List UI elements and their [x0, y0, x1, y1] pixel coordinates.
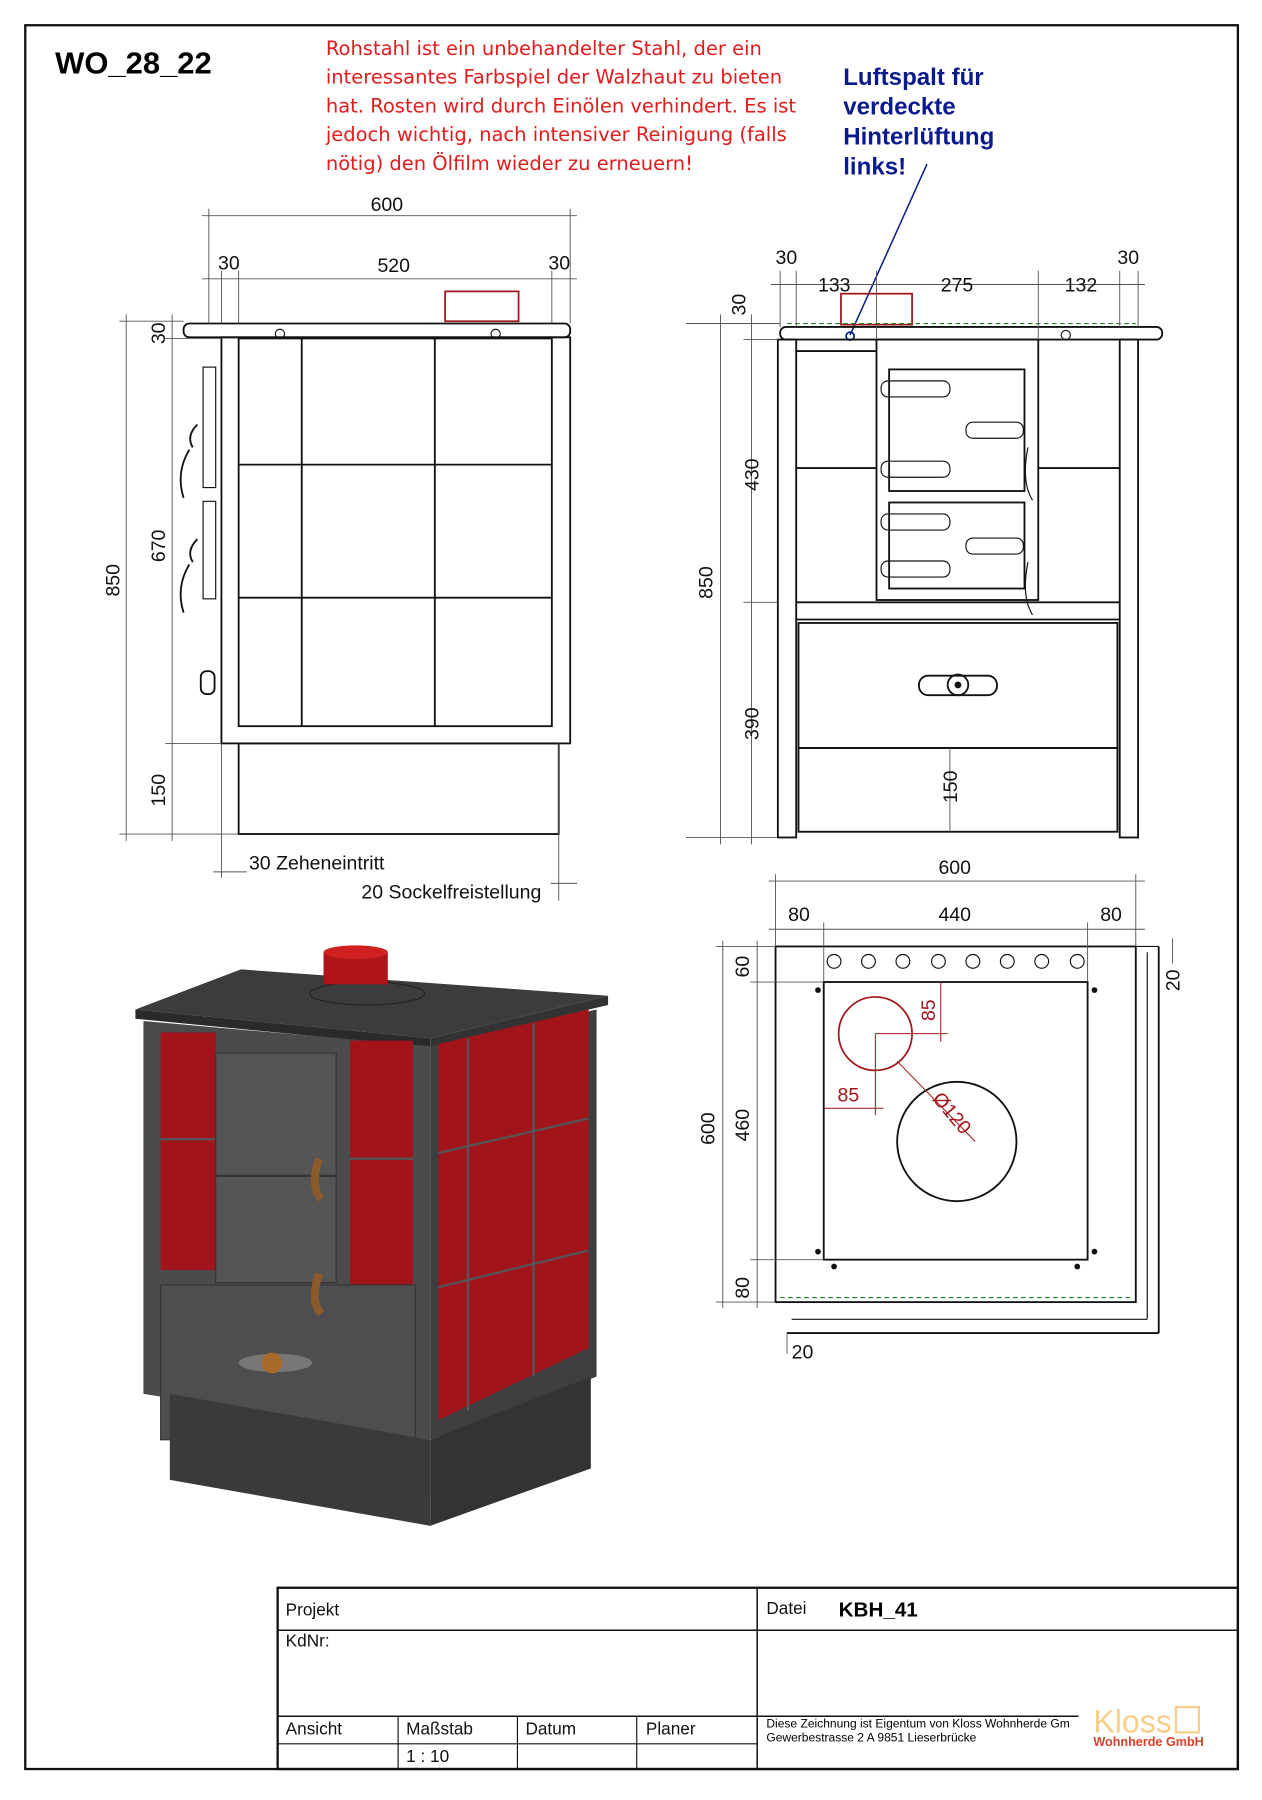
air-gap-note: Luftspalt für verdeckte Hinterlüftung li…	[843, 64, 994, 342]
dim-base-gap: 20 Sockelfreistellung	[361, 881, 541, 903]
view-label: Ansicht	[286, 1719, 343, 1739]
dim-plinth: 150	[940, 770, 962, 803]
dim-depth: 600	[698, 1112, 720, 1145]
dim-width: 600	[938, 857, 971, 879]
plinth	[237, 742, 560, 835]
dim-left-section: 133	[818, 274, 851, 296]
dim-middle-section: 275	[941, 274, 974, 296]
dim-left: 30	[218, 253, 240, 275]
dim-flue-offset-x: 85	[838, 1084, 860, 1106]
logo-wordmark: Kloss	[1093, 1703, 1172, 1739]
dim-bottom: 80	[732, 1277, 754, 1299]
hotplate	[822, 981, 1089, 1261]
sheet-border	[24, 24, 1240, 1771]
dim-flue-offset-y: 85	[918, 999, 940, 1021]
dim-inner: 520	[377, 255, 410, 277]
dim-top: 30	[729, 294, 751, 316]
cooktop-outline	[774, 945, 1137, 1304]
drawing-id: WO_28_22	[55, 45, 212, 80]
top-plate	[779, 326, 1164, 341]
dim-plinth: 150	[148, 774, 170, 807]
company-name: Wohnherde GmbH	[1093, 1735, 1203, 1749]
customer-number-label: KdNr:	[286, 1630, 330, 1650]
ownership-notice: Diese Zeichnung ist Eigentum von Kloss W…	[766, 1717, 1069, 1731]
front-view: 30 30 133 275 132 850 30 430 390 150	[686, 247, 1164, 845]
dim-flue-diameter: Ø120	[928, 1088, 976, 1139]
dim-lower: 390	[741, 707, 763, 740]
stove-3d-render	[135, 945, 609, 1526]
note-line: Hinterlüftung	[843, 124, 994, 151]
dim-side-gap: 20	[1162, 969, 1184, 991]
note-line: verdeckte	[843, 94, 955, 121]
file-value: KBH_41	[839, 1598, 918, 1621]
dim-right: 80	[1100, 904, 1122, 926]
dim-rear-gap: 20	[792, 1341, 814, 1363]
scale-label: Maßstab	[406, 1719, 473, 1739]
dim-toe-recess: 30 Zeheneintritt	[249, 853, 385, 875]
note-line: nötig) den Ölfilm wieder zu erneuern!	[326, 152, 693, 175]
cooking-ring	[896, 1080, 1018, 1203]
dim-top: 60	[732, 956, 754, 978]
leader-line	[849, 163, 928, 336]
body	[220, 336, 572, 745]
flue-pipe	[444, 290, 520, 323]
side-view: 600 520 30 30 850 670 30 150 30 Zehenein…	[102, 194, 578, 903]
note-line: Rohstahl ist ein unbehandelter Stahl, de…	[326, 37, 762, 60]
plan-view: 85 85 Ø120 600 80 440 80 600 60 460 80 2…	[698, 857, 1185, 1363]
note-line: jedoch wichtig, nach intensiver Reinigun…	[325, 123, 787, 146]
dim-right-section: 132	[1065, 274, 1098, 296]
dim-upper: 430	[741, 458, 763, 491]
dim-body: 670	[148, 529, 170, 562]
company-address: Gewerbestrasse 2 A 9851 Lieserbrücke	[766, 1730, 976, 1744]
door-hinges-side	[179, 366, 217, 695]
door-frame	[875, 338, 1040, 601]
material-note: Rohstahl ist ein unbehandelter Stahl, de…	[325, 37, 797, 175]
dim-inner: 440	[938, 904, 971, 926]
top-plate	[182, 322, 572, 339]
file-label: Datei	[766, 1598, 806, 1618]
dim-left: 80	[788, 904, 810, 926]
planner-label: Planer	[646, 1719, 696, 1739]
note-line: hat. Rosten wird durch Einölen verhinder…	[326, 94, 797, 117]
date-label: Datum	[525, 1719, 576, 1739]
dim-inner-depth: 460	[732, 1109, 754, 1142]
note-line: interessantes Farbspiel der Walzhaut zu …	[326, 66, 782, 89]
title-block: Projekt KdNr: Datei KBH_41 Ansicht Maßst…	[276, 1586, 1240, 1771]
dim-left: 30	[776, 247, 798, 269]
dim-width: 600	[371, 194, 404, 216]
dim-right: 30	[548, 253, 570, 275]
dim-top: 30	[148, 322, 170, 344]
note-line: Luftspalt für	[843, 64, 983, 91]
company-logo: Kloss Wohnherde GmbH	[1093, 1703, 1203, 1749]
dim-height: 850	[695, 566, 717, 599]
project-label: Projekt	[286, 1599, 340, 1619]
note-line: links!	[843, 153, 906, 180]
tile-field	[237, 337, 553, 728]
dim-height: 850	[102, 564, 124, 597]
plinth	[797, 747, 1119, 833]
firebox-door	[888, 501, 1026, 590]
dim-right: 30	[1117, 247, 1139, 269]
oven-door	[888, 368, 1026, 492]
scale-value: 1 : 10	[406, 1746, 449, 1766]
